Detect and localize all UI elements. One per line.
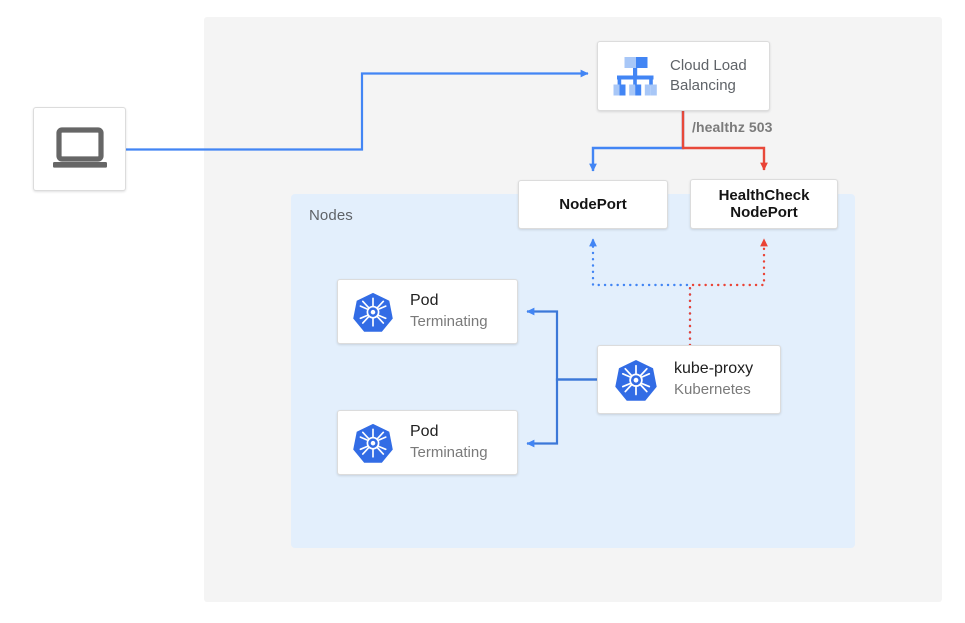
cloud-load-balancing-title-line1: Cloud Load <box>670 57 747 74</box>
kube-proxy-card[interactable]: kube-proxy Kubernetes <box>597 345 781 414</box>
healthz-status-label: /healthz 503 <box>692 119 773 135</box>
pod-status: Terminating <box>410 313 488 330</box>
healthcheck-nodeport-card[interactable]: HealthCheck NodePort <box>690 179 838 229</box>
nodeport-label: NodePort <box>559 195 627 213</box>
laptop-icon <box>51 126 109 172</box>
cloud-load-balancing-icon <box>608 52 660 100</box>
nodeport-card[interactable]: NodePort <box>518 180 668 229</box>
pod-status: Terminating <box>410 444 488 461</box>
healthcheck-nodeport-label-line1: HealthCheck <box>718 187 810 204</box>
pod-card[interactable]: Pod Terminating <box>337 410 518 475</box>
kube-proxy-name: kube-proxy <box>674 360 754 377</box>
nodes-panel-label: Nodes <box>309 207 353 224</box>
pod-name: Pod <box>410 292 439 309</box>
client-device-card[interactable] <box>33 107 126 191</box>
pod-name: Pod <box>410 423 439 440</box>
cloud-load-balancing-card[interactable]: Cloud Load Balancing <box>597 41 770 111</box>
kubernetes-icon <box>614 358 658 402</box>
kubernetes-icon <box>352 422 394 464</box>
healthcheck-nodeport-label-line2: NodePort <box>730 204 798 221</box>
kube-proxy-subtitle: Kubernetes <box>674 381 751 398</box>
pod-card[interactable]: Pod Terminating <box>337 279 518 344</box>
cloud-load-balancing-title-line2: Balancing <box>670 77 736 94</box>
kubernetes-icon <box>352 291 394 333</box>
